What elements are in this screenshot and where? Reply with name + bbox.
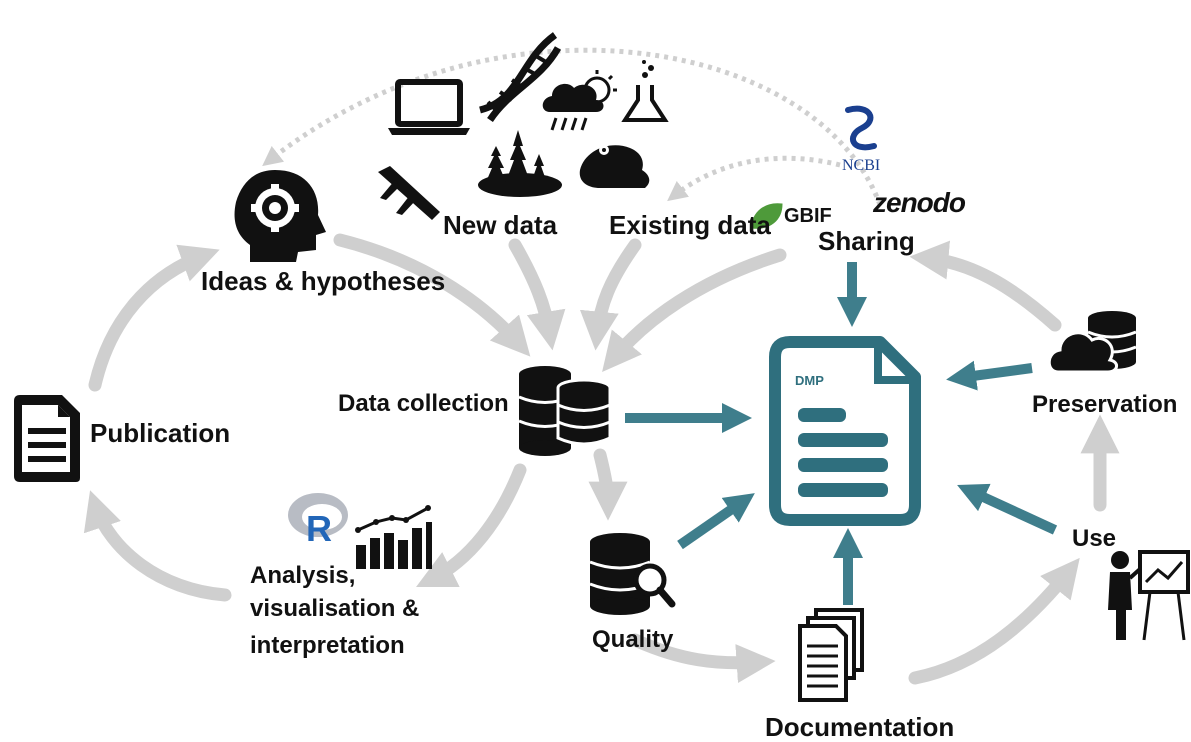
cloud-database-icon (1047, 311, 1137, 374)
arrow-collection-to-analysis (416, 463, 527, 587)
analysis-label-line2: visualisation & (250, 595, 419, 622)
dotted-arrow-sharing-to-ideas (262, 47, 883, 206)
dna-icon (479, 32, 562, 122)
dotted-arrows (262, 47, 883, 206)
presenter-icon (1108, 550, 1190, 641)
frog-icon (579, 145, 650, 188)
arrow-collection-to-quality (588, 448, 628, 521)
ncbi-logo: NCBI (842, 105, 880, 174)
caliper-icon (378, 166, 440, 220)
new-data-label: New data (443, 210, 558, 240)
labels: Publication Ideas & hypotheses New data … (90, 210, 1177, 742)
trees-lake-icon (478, 130, 562, 197)
documentation-label: Documentation (765, 712, 954, 742)
arrow-newdata-to-collection (508, 238, 566, 351)
flask-icon (621, 60, 669, 122)
data-collection-label: Data collection (338, 390, 509, 417)
quality-label: Quality (592, 626, 674, 653)
preservation-label: Preservation (1032, 391, 1177, 418)
rain-cloud-icon (542, 70, 617, 131)
dmp-arrow-from-preservation (946, 360, 1033, 391)
publication-label: Publication (90, 418, 230, 448)
cycle-arrows (83, 233, 1120, 685)
arrow-publication-to-ideas (88, 244, 220, 392)
arrow-analysis-to-publication (83, 490, 232, 602)
laptop-icon (388, 79, 470, 135)
r-logo: R (288, 493, 348, 549)
arrow-ideas-to-collection (333, 233, 531, 357)
dotted-arrow-sharing-to-existing (667, 155, 841, 202)
arrow-documentation-to-use (908, 557, 1080, 685)
arrow-sharing-to-collection (602, 248, 787, 373)
sharing-label: Sharing (818, 226, 915, 256)
analysis-label-line3: interpretation (250, 632, 405, 659)
analysis-label-line1: Analysis, (250, 562, 355, 589)
r-logo-text: R (306, 508, 332, 549)
dmp-document-icon: DMP (769, 336, 921, 526)
ncbi-helix-icon (845, 105, 877, 151)
bar-chart-icon (355, 505, 432, 569)
dmp-arrow-from-use (957, 483, 1058, 535)
gbif-text: GBIF (784, 205, 832, 227)
zenodo-logo: zenodo (872, 187, 966, 218)
gbif-leaf-icon (751, 203, 783, 229)
database-search-icon (589, 533, 676, 615)
head-gear-icon (234, 170, 326, 262)
document-icon (14, 395, 80, 482)
documents-stack-icon (798, 608, 864, 702)
ncbi-text: NCBI (842, 157, 880, 174)
dmp-label: DMP (795, 373, 824, 388)
ideas-label: Ideas & hypotheses (201, 266, 445, 296)
arrow-preservation-to-sharing (909, 240, 1062, 332)
arrow-quality-to-documentation (628, 633, 776, 684)
gbif-logo: GBIF (751, 203, 832, 229)
database-icon (518, 366, 612, 456)
use-label: Use (1072, 525, 1116, 552)
existing-data-label: Existing data (609, 210, 771, 240)
arrow-existing-to-collection (579, 238, 642, 351)
dmp-arrow-from-quality (677, 493, 755, 550)
dmp-arrows (625, 262, 1058, 605)
